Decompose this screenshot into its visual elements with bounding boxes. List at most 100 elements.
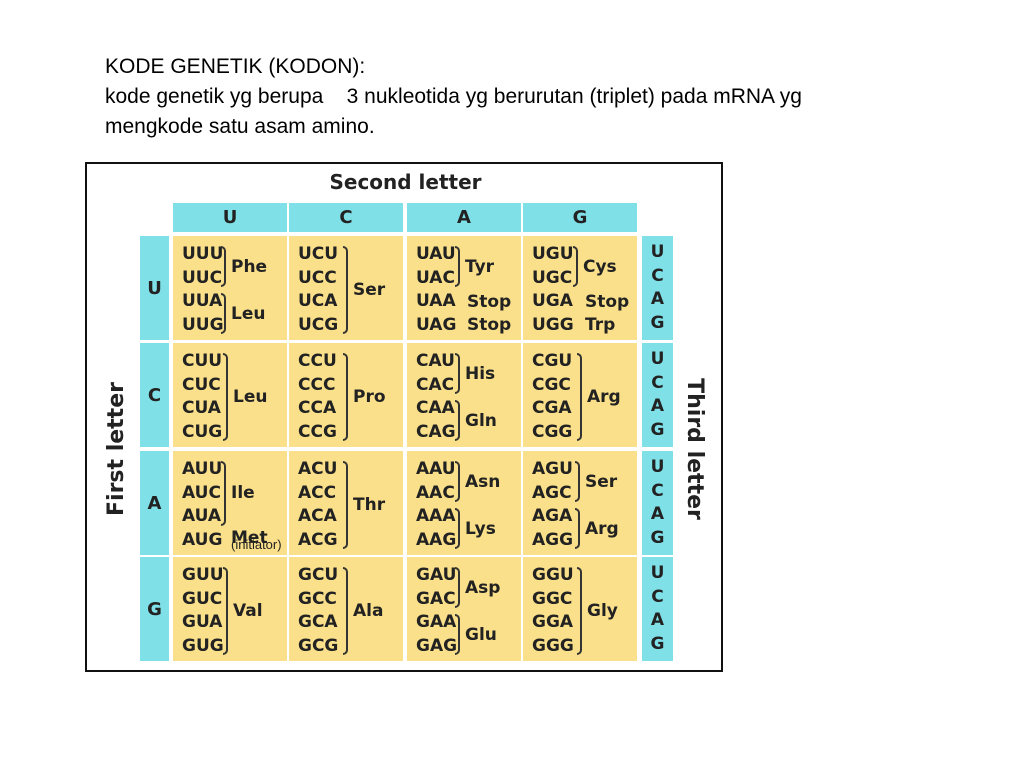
- third-letter-a: A: [650, 504, 665, 524]
- codon: GUG: [182, 635, 224, 656]
- third-letter-c: C: [651, 480, 664, 501]
- codon: GAA: [416, 612, 457, 632]
- codon: ACC: [298, 482, 337, 503]
- codon: AGA: [532, 506, 573, 526]
- codon: UGG: [532, 314, 574, 335]
- codon-group-bracket: [575, 461, 580, 502]
- codon: UCG: [298, 314, 339, 335]
- heading-line-3: mengkode satu asam amino.: [105, 115, 375, 138]
- amino-acid-label: Pro: [353, 387, 386, 407]
- row-header-u: U: [140, 236, 169, 340]
- amino-acid-label: Phe: [231, 256, 268, 277]
- amino-acid-label: Ser: [585, 471, 618, 492]
- row-header-g: G: [140, 557, 169, 661]
- codon: AGG: [532, 529, 574, 550]
- amino-acid-label: Thr: [353, 495, 386, 515]
- codon: UGU: [532, 244, 574, 264]
- codon: CCA: [298, 398, 337, 418]
- codon: UUC: [182, 267, 223, 288]
- codon-group-bracket: [343, 567, 348, 655]
- codon: UAA: [416, 291, 456, 311]
- codon-group-bracket: [221, 246, 226, 287]
- codon-group-bracket: [577, 567, 582, 655]
- codon: ACA: [298, 506, 337, 526]
- amino-acid-label: Tyr: [465, 256, 495, 277]
- codon-group-bracket: [343, 353, 348, 441]
- codon: GGU: [532, 565, 574, 585]
- amino-acid-label: Stop: [467, 291, 512, 312]
- codon: GCC: [298, 588, 337, 609]
- codon-group-bracket: [455, 614, 460, 655]
- amino-acid-label: Ser: [353, 280, 386, 300]
- third-letter-c: C: [651, 372, 664, 393]
- third-letter-g: G: [650, 312, 665, 333]
- codon: CGU: [532, 351, 573, 371]
- codon-group-bracket: [223, 567, 228, 655]
- row-header-a: A: [140, 451, 169, 555]
- codon: AAA: [416, 506, 456, 526]
- codon: CAC: [416, 374, 455, 395]
- codon-group-bracket: [455, 400, 460, 441]
- codon: AUC: [182, 482, 221, 503]
- amino-acid-label: Met: [231, 528, 268, 549]
- codon: UUU: [182, 244, 224, 264]
- codon: UCA: [298, 291, 338, 311]
- codon-group-bracket: [343, 461, 348, 549]
- codon: GUU: [182, 565, 224, 585]
- column-header-a: A: [407, 203, 521, 232]
- codon: CCG: [298, 421, 337, 442]
- codon: UUG: [182, 314, 224, 335]
- codon: UCC: [298, 267, 337, 288]
- codon: CUA: [182, 398, 221, 418]
- amino-acid-label: Stop: [585, 291, 630, 312]
- codon: CGG: [532, 421, 573, 442]
- heading-title: KODE GENETIK (KODON):: [105, 55, 366, 78]
- amino-acid-label: Asn: [465, 471, 501, 492]
- codon: GCU: [298, 565, 339, 585]
- codon-group-bracket: [221, 461, 226, 526]
- codon-group-bracket: [455, 567, 460, 608]
- column-header-c: C: [289, 203, 403, 232]
- codon: ACG: [298, 529, 338, 550]
- column-header-g: G: [523, 203, 637, 232]
- amino-acid-label: Arg: [585, 518, 619, 539]
- third-letter-c: C: [651, 265, 664, 286]
- third-letter-u: U: [650, 242, 665, 262]
- codon: CAU: [416, 351, 455, 371]
- third-letter-a: A: [650, 289, 665, 309]
- codon: GAU: [416, 565, 457, 585]
- codon: AGC: [532, 482, 572, 503]
- amino-acid-label: Leu: [233, 387, 268, 407]
- codon-group-bracket: [577, 353, 582, 441]
- amino-acid-label: Lys: [465, 518, 496, 539]
- first-letter-label: First letter: [104, 382, 129, 516]
- third-letter-u: U: [650, 563, 665, 583]
- codon: GAC: [416, 588, 456, 609]
- codon: AAC: [416, 482, 455, 503]
- amino-acid-label: Val: [233, 601, 263, 621]
- amino-acid-label: Ala: [353, 601, 384, 621]
- codon: GUA: [182, 612, 223, 632]
- amino-acid-label: Arg: [587, 387, 621, 407]
- codon-list: AGU AGC AGA AGG: [532, 458, 573, 552]
- codon: AGU: [532, 459, 573, 479]
